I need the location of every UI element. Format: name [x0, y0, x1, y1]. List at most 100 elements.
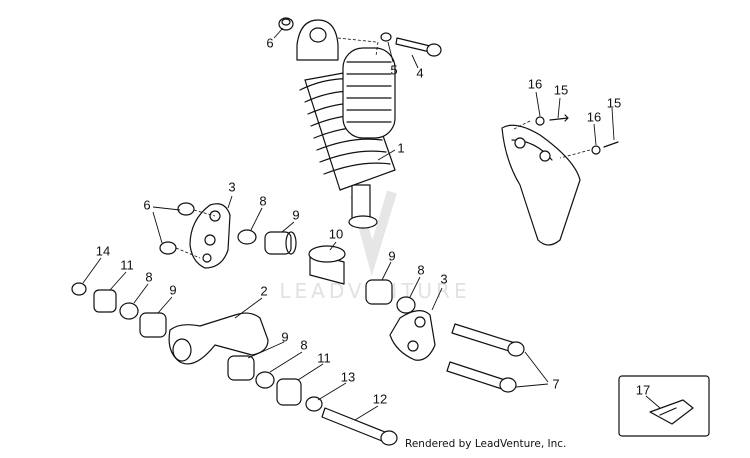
callout-9: 9: [388, 248, 395, 263]
leader-10: [329, 241, 337, 251]
bolt-7-shank: [451, 323, 516, 353]
leader-8b: [409, 276, 421, 298]
bearing-9: [139, 312, 167, 338]
callout-1: 1: [397, 140, 404, 155]
mud-guard-hole: [514, 137, 526, 149]
leader-15b: [611, 107, 615, 141]
callout-2: 2: [260, 283, 267, 298]
bolt-7-head: [499, 377, 517, 393]
upper-linkage: [159, 202, 297, 269]
clip-17-detail: [659, 407, 677, 416]
callout-11: 11: [120, 257, 134, 272]
leader-3b: [431, 287, 443, 311]
leader-13: [317, 382, 347, 401]
right-linkage: [365, 279, 525, 393]
leader-16b: [593, 123, 597, 146]
callout-4: 4: [416, 65, 423, 80]
callout-16: 16: [528, 76, 542, 91]
inset-frame: [618, 375, 710, 437]
leader-8d: [269, 351, 303, 373]
leader-5: [387, 41, 394, 63]
shock-reservoir: [342, 47, 396, 139]
bush-11: [93, 289, 117, 313]
leader-3a: [227, 195, 233, 209]
mud-guard: [501, 124, 581, 246]
screw-15: [603, 141, 619, 148]
plate-hole: [407, 340, 419, 352]
rod-2-eye: [172, 338, 192, 362]
leader-14: [82, 257, 102, 284]
bush-top-hole: [281, 18, 291, 26]
callout-9: 9: [169, 282, 176, 297]
bolt-top-shank: [395, 37, 431, 53]
bush-6: [159, 241, 177, 255]
leader-1: [377, 149, 396, 161]
leader-11b: [297, 363, 324, 381]
leader-17: [645, 395, 661, 409]
leader-15a: [557, 97, 561, 119]
bearing-9-face: [285, 231, 297, 255]
callout-3: 3: [440, 271, 447, 286]
callout-5: 5: [390, 62, 397, 77]
shock-shaft: [351, 184, 371, 221]
lower-hardware: [227, 355, 398, 446]
nut-16: [591, 145, 601, 155]
left-hardware: [71, 282, 167, 338]
leader-12: [354, 405, 379, 421]
bolt-top-head: [426, 43, 442, 57]
callout-numbers: 1 2 3 3 4 5 6 6 7 8 8 8 8 9 9 9 9 10 11 …: [96, 35, 650, 406]
callout-7: 7: [552, 376, 559, 391]
leader-lines: [82, 27, 661, 421]
callout-6: 6: [266, 35, 273, 50]
callout-14: 14: [96, 243, 110, 258]
callout-13: 13: [341, 369, 355, 384]
washer-8: [237, 229, 257, 245]
bearing-9: [227, 355, 255, 381]
connecting-rod: [168, 312, 269, 365]
mud-guard-hole: [539, 150, 551, 162]
washer-8: [255, 371, 275, 389]
callout-9: 9: [281, 329, 288, 344]
leader-8a: [250, 207, 263, 231]
callout-15: 15: [607, 95, 621, 110]
nut-16: [535, 116, 545, 126]
bush-6: [177, 202, 195, 216]
bolt-7-shank: [446, 361, 506, 390]
callout-8: 8: [259, 193, 266, 208]
plate-hole: [204, 234, 216, 246]
leader-2: [234, 297, 263, 319]
leader-9b: [381, 261, 392, 281]
plate-3-dashlines: [175, 209, 216, 259]
leader-11a: [109, 271, 127, 291]
top-hardware: [278, 17, 442, 57]
rod-2: [168, 312, 269, 365]
spacer-10: [308, 245, 346, 285]
leader-4: [411, 54, 419, 69]
callout-6: 6: [143, 197, 150, 212]
leader-16a: [535, 91, 541, 117]
bolt-12-shank: [321, 407, 386, 442]
plate-3-lower: [389, 310, 436, 361]
plate-hole: [209, 210, 221, 222]
washer-8: [396, 296, 416, 314]
callout-8: 8: [145, 269, 152, 284]
bearing-9: [365, 279, 393, 305]
plate-hole: [414, 316, 426, 328]
screw-15: [549, 114, 569, 122]
shock-top-eye: [309, 27, 327, 43]
bolt-12-head: [380, 430, 398, 446]
reservoir-ribs: [346, 61, 392, 123]
callout-16: 16: [587, 109, 601, 124]
spacer-top: [308, 245, 346, 263]
washer-8: [119, 302, 139, 320]
plate-hole: [202, 253, 212, 263]
leader-9a: [281, 221, 295, 233]
callout-15: 15: [554, 82, 568, 97]
callout-9: 9: [292, 207, 299, 222]
nut-14: [71, 282, 87, 296]
leader-8c: [133, 283, 149, 304]
leader-9c: [157, 296, 173, 314]
callout-10: 10: [329, 226, 343, 241]
